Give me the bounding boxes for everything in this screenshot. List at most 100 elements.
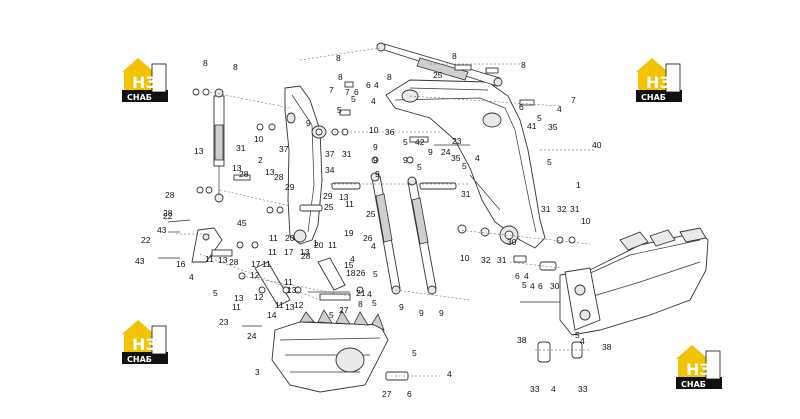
callout-label: 19 <box>344 228 354 238</box>
callout-label: 29 <box>323 191 333 201</box>
callout-label: 2 <box>258 155 263 165</box>
callout-label: 4 <box>530 281 535 291</box>
callout-label: 28 <box>239 169 249 179</box>
callout-label: 13 <box>265 167 275 177</box>
callout-label: 9 <box>373 142 378 152</box>
callout-label: 5 <box>417 162 422 172</box>
callout-label: 30 <box>507 237 517 247</box>
callout-label: 43 <box>157 225 167 235</box>
bucket <box>271 309 389 393</box>
svg-text:СНАБ: СНАБ <box>681 380 706 389</box>
callout-label: 9 <box>306 118 311 128</box>
logo-top-left: НЗ СНАБ <box>121 57 169 103</box>
callout-label: 34 <box>325 165 335 175</box>
callout-label: 28 <box>165 190 175 200</box>
callout-label: 25 <box>366 209 376 219</box>
svg-text:СНАБ: СНАБ <box>127 355 152 364</box>
callout-label: 4 <box>447 369 452 379</box>
small-parts <box>158 64 583 381</box>
callout-label: 12 <box>250 270 260 280</box>
assembly-lines <box>176 47 595 377</box>
callout-label: 31 <box>461 189 471 199</box>
callout-label: 11 <box>328 240 337 250</box>
callout-label: 32 <box>557 204 567 214</box>
callout-label: 4 <box>557 104 562 114</box>
boom-cylinders <box>370 172 437 295</box>
callout-label: 11 <box>262 259 271 269</box>
boom <box>385 79 546 249</box>
callout-label: 23 <box>452 136 462 146</box>
callout-label: 5 <box>372 298 377 308</box>
callout-label: 5 <box>403 137 408 147</box>
callout-label: 28 <box>163 208 173 218</box>
callout-label: 4 <box>374 80 379 90</box>
callout-label: 8 <box>521 60 526 70</box>
callout-label: 22 <box>163 211 173 221</box>
callout-label: 5 <box>337 105 342 115</box>
callout-label: 33 <box>578 384 588 394</box>
svg-text:СНАБ: СНАБ <box>127 93 152 102</box>
callout-label: 28 <box>301 251 311 261</box>
callout-label: 13 <box>287 285 297 295</box>
callout-label: 7 <box>571 95 576 105</box>
callout-label: 21 <box>356 288 366 298</box>
callout-label: 45 <box>237 218 247 228</box>
callout-label: 13 <box>232 163 242 173</box>
upper-frame <box>559 227 709 336</box>
callout-label: 29 <box>285 182 295 192</box>
callout-label: 17 <box>284 247 294 257</box>
callout-label: 8 <box>233 62 238 72</box>
callout-label: 31 <box>497 255 507 265</box>
logo-bottom-right: НЗ СНАБ <box>675 344 723 390</box>
svg-text:СНАБ: СНАБ <box>641 93 666 102</box>
callout-label: 5 <box>329 310 334 320</box>
callout-label: 9 <box>373 155 378 165</box>
callout-label: 31 <box>570 204 580 214</box>
callout-label: 4 <box>524 271 529 281</box>
callout-label: 1 <box>576 180 581 190</box>
callout-label: 36 <box>385 127 395 137</box>
callout-label: 20 <box>285 233 295 243</box>
callout-label: 5 <box>575 330 580 340</box>
callout-label: 27 <box>339 305 349 315</box>
callout-label: 25 <box>324 202 334 212</box>
callout-label: 6 <box>366 80 371 90</box>
callout-label: 8 <box>336 53 341 63</box>
stick-arm <box>284 85 327 245</box>
callout-label: 1 <box>313 238 318 248</box>
callout-label: 35 <box>451 153 461 163</box>
callout-label: 26 <box>356 268 366 278</box>
callout-label: 31 <box>236 143 246 153</box>
callout-label: 9 <box>403 155 408 165</box>
callout-label: 9 <box>375 169 380 179</box>
callout-label: 13 <box>339 192 349 202</box>
callout-label: 30 <box>550 281 560 291</box>
callout-label: 4 <box>189 272 194 282</box>
callout-label: 12 <box>294 300 304 310</box>
svg-text:НЗ: НЗ <box>132 335 157 354</box>
callout-label: 11 <box>205 254 214 264</box>
callout-label: 11 <box>232 302 241 312</box>
logo-bottom-left: НЗ СНАБ <box>121 319 169 365</box>
callout-label: 6 <box>515 271 520 281</box>
callout-label: 6 <box>519 102 524 112</box>
callout-label: 38 <box>602 342 612 352</box>
svg-text:НЗ: НЗ <box>132 73 157 92</box>
callout-label: 17 <box>251 259 261 269</box>
callout-label: 11 <box>268 247 277 257</box>
callout-label: 12 <box>254 292 264 302</box>
callout-label: 4 <box>371 241 376 251</box>
callout-label: 8 <box>387 72 392 82</box>
callout-label: 14 <box>267 310 277 320</box>
callout-label: 11 <box>269 233 278 243</box>
callout-label: 40 <box>592 140 602 150</box>
callout-label: 38 <box>517 335 527 345</box>
logo-top-right: НЗ СНАБ <box>635 57 683 103</box>
callout-label: 43 <box>135 256 145 266</box>
callout-label: 26 <box>363 233 373 243</box>
callout-label: 4 <box>371 96 376 106</box>
callout-label: 9 <box>439 308 444 318</box>
callout-label: 6 <box>407 389 412 399</box>
top-cylinder <box>376 42 503 87</box>
callout-label: 13 <box>300 247 310 257</box>
